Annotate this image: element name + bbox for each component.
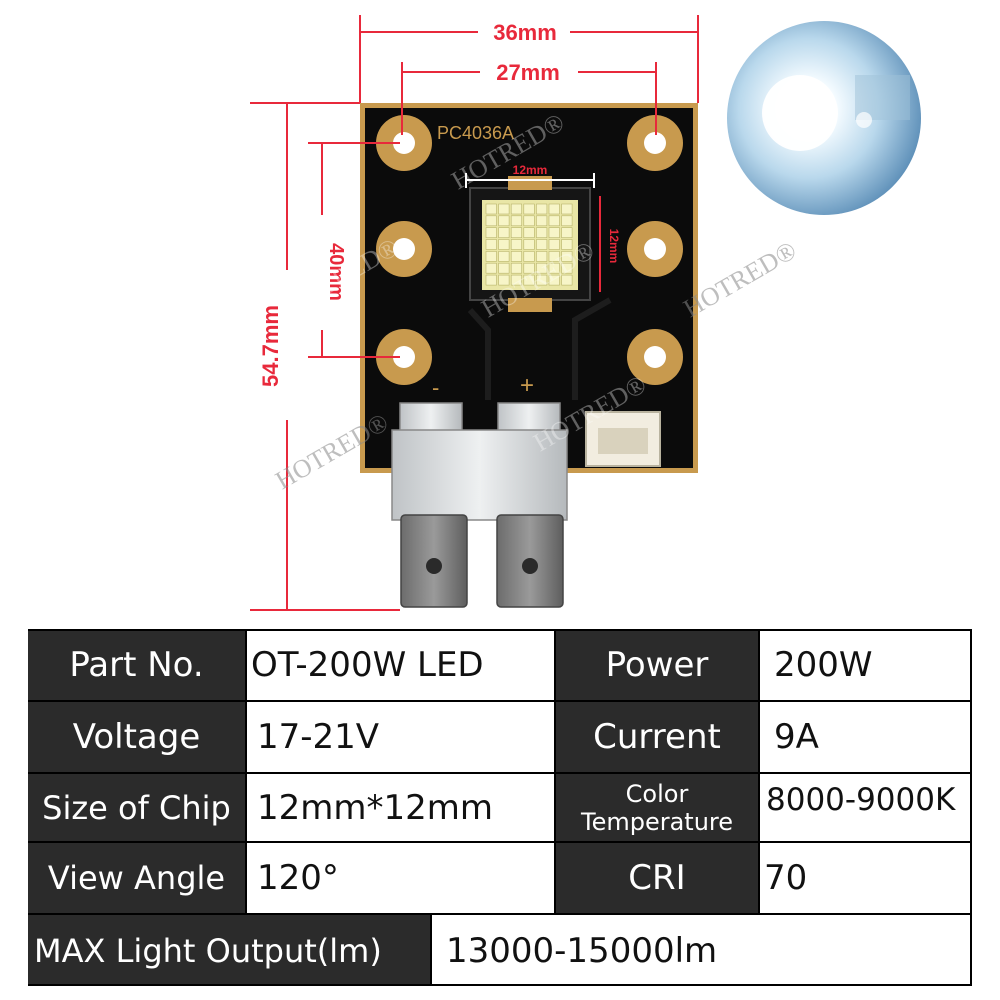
emitter-cell: [510, 239, 523, 250]
emitter-cell: [536, 227, 548, 238]
view-angle-value: 120°: [247, 843, 554, 913]
emitter-cell: [536, 262, 548, 274]
spec-table: Part No. OT-200W LED Power 200W Voltage …: [28, 629, 972, 986]
current-label: Current: [556, 702, 758, 772]
emitter-cell: [485, 203, 497, 215]
row-divider-4: [28, 913, 972, 915]
mounting-holes: [376, 115, 683, 385]
emitter-cell: [548, 251, 560, 262]
emitter-cell: [498, 239, 510, 250]
emitter-cell: [523, 251, 535, 262]
col-divider-1: [245, 629, 247, 915]
emitter-cell: [548, 203, 560, 215]
color-temp-label: Color Temperature: [556, 774, 758, 841]
current-value: 9A: [760, 702, 972, 772]
emitter-cell: [548, 239, 560, 250]
lit-led-inset: [727, 21, 921, 215]
emitter-cell: [536, 251, 548, 262]
dim-chip-width: 12mm: [513, 163, 548, 177]
emitter-cell: [523, 274, 535, 286]
row-divider-2: [28, 772, 972, 774]
emitter-cell: [561, 262, 573, 274]
board-marking: PC4036A: [437, 123, 514, 143]
emitter-cell: [510, 227, 523, 238]
emitter-cell: [536, 274, 548, 286]
signal-connector: [585, 411, 661, 467]
part-no-label: Part No.: [28, 629, 245, 700]
col-divider-2: [554, 629, 556, 915]
emitter-cell: [485, 239, 497, 250]
emitter-cell: [548, 274, 560, 286]
chip-size-label: Size of Chip: [28, 774, 245, 841]
max-output-value: 13000-15000lm: [432, 915, 972, 986]
emitter-cell: [498, 215, 510, 227]
emitter-cell: [523, 203, 535, 215]
emitter-cell: [498, 251, 510, 262]
emitter-cell: [523, 227, 535, 238]
color-temp-label-line1: Color: [625, 779, 689, 808]
voltage-label: Voltage: [28, 702, 245, 772]
power-terminals: [391, 402, 568, 608]
emitter-cell: [548, 227, 560, 238]
dim-width-outer: 36mm: [493, 20, 557, 45]
emitter-cell: [561, 251, 573, 262]
emitter-cell: [523, 262, 535, 274]
emitter-cell: [485, 274, 497, 286]
max-output-label: MAX Light Output(lm): [28, 915, 430, 986]
emitter-cell: [485, 262, 497, 274]
emitter-cell: [510, 215, 523, 227]
view-angle-label: View Angle: [28, 843, 245, 913]
emitter-cell: [485, 215, 497, 227]
dim-height-outer: 54.7mm: [258, 305, 283, 387]
emitter-cell: [498, 262, 510, 274]
emitter-cell: [523, 215, 535, 227]
emitter-cell: [510, 251, 523, 262]
cri-value: 70: [760, 843, 972, 913]
emitter-cell: [498, 274, 510, 286]
polarity-negative: -: [432, 375, 439, 400]
table-border-top: [28, 629, 972, 631]
color-temp-label-line2: Temperature: [580, 807, 734, 836]
emitter-cell: [561, 215, 573, 227]
emitter-cell: [536, 203, 548, 215]
emitter-cell: [561, 274, 573, 286]
emitter-cell: [510, 262, 523, 274]
part-no-value: OT-200W LED: [247, 629, 554, 700]
voltage-value: 17-21V: [247, 702, 554, 772]
cri-label: CRI: [556, 843, 758, 913]
color-temp-value: 8000-9000K: [760, 774, 972, 841]
dim-height-holes: 40mm: [325, 243, 347, 301]
power-label: Power: [556, 629, 758, 700]
emitter-cell: [561, 227, 573, 238]
emitter-cell: [536, 215, 548, 227]
power-value: 200W: [760, 629, 972, 700]
row-divider-3: [28, 841, 972, 843]
polarity-positive: +: [520, 372, 534, 399]
dimension-lines: [250, 15, 699, 611]
col-divider-4: [430, 915, 432, 986]
emitter-cell: [510, 203, 523, 215]
chip-size-value: 12mm*12mm: [247, 774, 554, 841]
emitter-cell: [561, 239, 573, 250]
col-divider-3: [758, 629, 760, 915]
led-product-photo: PC4036A - +: [250, 15, 921, 611]
row-divider-1: [28, 700, 972, 702]
emitter-cell: [548, 262, 560, 274]
emitter-cell: [536, 239, 548, 250]
emitter-cell: [561, 203, 573, 215]
emitter-cell: [548, 215, 560, 227]
table-border-bottom: [28, 984, 972, 986]
emitter-cell: [498, 227, 510, 238]
emitter-cell: [485, 251, 497, 262]
table-border-right: [970, 629, 972, 986]
emitter-cell: [498, 203, 510, 215]
emitter-cell: [485, 227, 497, 238]
emitter-cell: [510, 274, 523, 286]
emitter-cell: [523, 239, 535, 250]
dim-chip-height: 12mm: [607, 229, 621, 264]
dim-width-holes: 27mm: [496, 60, 560, 85]
